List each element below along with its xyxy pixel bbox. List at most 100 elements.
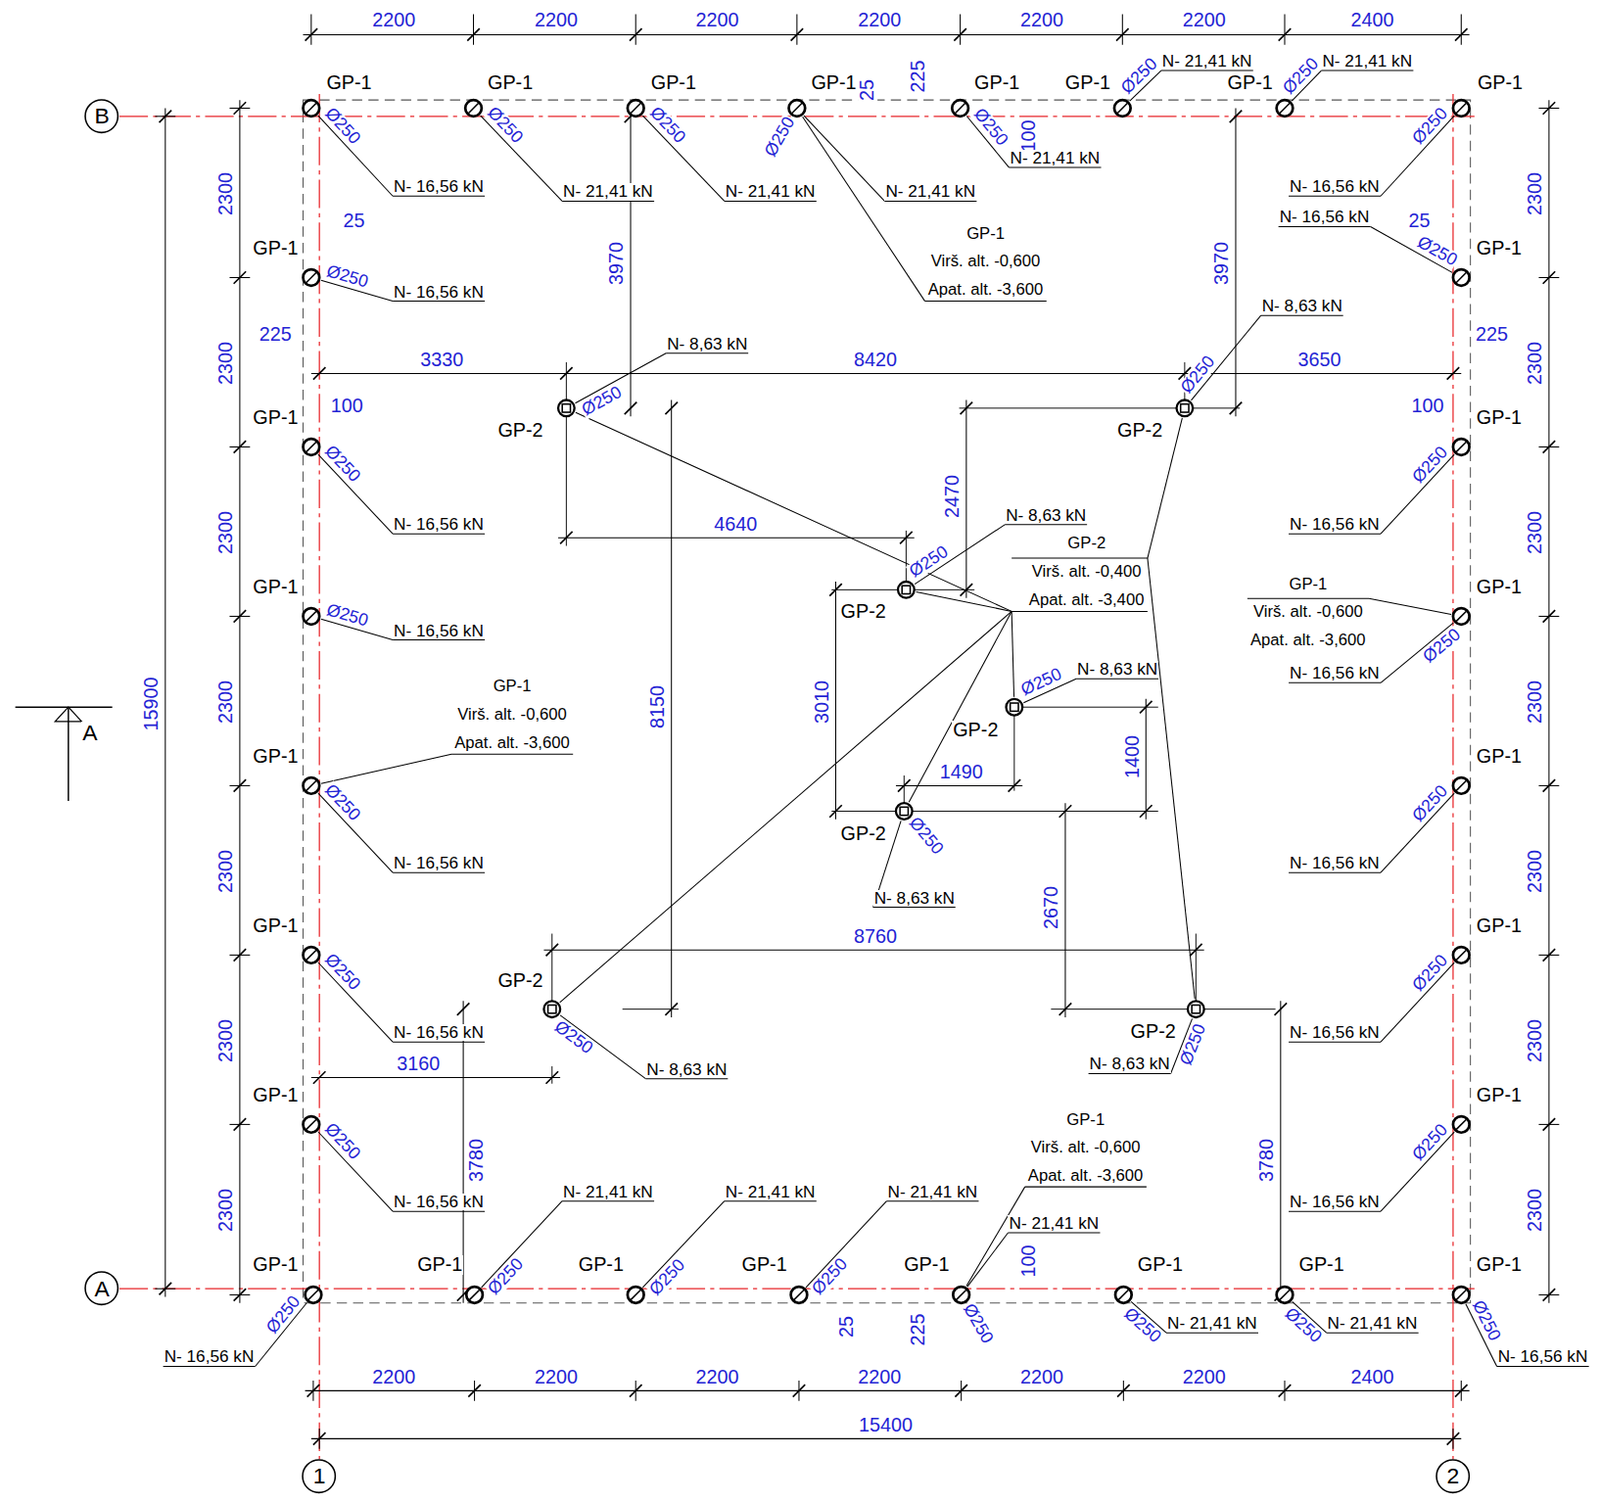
section-line (15, 705, 113, 707)
pile-mark (794, 1289, 804, 1300)
label-underline (1009, 167, 1102, 169)
pile-diameter: Ø250 (1176, 351, 1219, 397)
pile-load: N- 16,56 kN (392, 516, 485, 533)
dimension-value: 2200 (1019, 10, 1065, 31)
dimension-value: 2300 (216, 171, 236, 217)
dimension-value: 2470 (942, 473, 963, 519)
pile-mark (306, 611, 317, 621)
axis-lines (15, 94, 1475, 1459)
pile-load: N- 21,41 kN (886, 1183, 979, 1201)
pile-type-label: GP-2 (1116, 421, 1164, 441)
pile-type-label: GP-1 (973, 73, 1021, 94)
pile-type-label: GP-2 (840, 824, 888, 845)
label-underline (1278, 226, 1371, 228)
pile-diameter: Ø250 (959, 1300, 997, 1348)
dimension-value: 2300 (1525, 848, 1546, 895)
dimension-value: 2300 (1525, 340, 1546, 386)
pile-gp1 (466, 1286, 483, 1304)
pile-type-label: GP-1 (1475, 916, 1523, 937)
pile-load: N- 8,63 kN (645, 1061, 728, 1079)
pile-mark (548, 1004, 557, 1013)
pile-load: N- 16,56 kN (1278, 208, 1371, 226)
dimension-value: 2200 (856, 1367, 902, 1388)
dimension-value: 225 (1474, 325, 1509, 345)
dimension-line (311, 1077, 561, 1079)
pile-gp1 (1453, 946, 1470, 964)
pile-gp1 (303, 1116, 321, 1133)
extension-line (1538, 785, 1559, 787)
dimension-value: 225 (258, 325, 293, 345)
reference-line (551, 934, 553, 1002)
dimension-value: 2300 (216, 340, 236, 386)
dimension-value: 1400 (1123, 734, 1143, 780)
pile-mark (1456, 1289, 1466, 1300)
leader-line (481, 1201, 563, 1288)
pile-mark (899, 806, 908, 815)
pile-load: N- 8,63 kN (1004, 507, 1087, 524)
pile-diameter: Ø250 (321, 442, 365, 487)
pile-mark (630, 1289, 641, 1300)
pile-type-label: GP-1 (902, 1255, 950, 1275)
dimension-value: 2300 (216, 1018, 236, 1064)
label-underline (392, 1041, 485, 1043)
reference-line (1050, 1008, 1275, 1010)
pile-type-label: GP-1 (1226, 73, 1274, 94)
dimension-value: 8420 (852, 350, 898, 371)
extension-line (1283, 14, 1285, 46)
pile-diameter: Ø250 (645, 1255, 689, 1300)
extension-line (1460, 14, 1462, 46)
extension-line (229, 446, 250, 448)
extension-line (229, 107, 250, 109)
pile-mark (1456, 272, 1466, 283)
reference-line (831, 810, 896, 812)
dimension-value: 3970 (608, 240, 628, 286)
pile-gp1 (1453, 99, 1470, 117)
pile-type-label: GP-1 (1475, 1085, 1523, 1106)
reference-line (959, 407, 1241, 409)
dimension-tick (624, 402, 638, 416)
pile-gp1 (1453, 1116, 1470, 1133)
pile-diameter: Ø250 (761, 113, 800, 161)
pile-mark (1279, 102, 1290, 113)
reference-line (551, 1066, 553, 1084)
extension-line (1538, 954, 1559, 956)
extension-line (1283, 1380, 1285, 1402)
pile-diameter: Ø250 (1409, 442, 1453, 487)
pile-diameter: Ø250 (321, 781, 365, 826)
label-underline (1161, 70, 1254, 72)
pile-load: N- 8,63 kN (665, 335, 749, 353)
note-separator (1247, 598, 1369, 600)
leader-line (575, 412, 1012, 612)
extension-line (319, 1428, 321, 1450)
pile-note: GP-2 (1066, 535, 1107, 553)
leader-line (805, 1201, 887, 1288)
pile-mark (1456, 611, 1466, 621)
label-underline (724, 1200, 817, 1202)
pile-load: N- 21,41 kN (1166, 1315, 1259, 1332)
dimension-line (1279, 1000, 1281, 1303)
pile-mark (1117, 102, 1128, 113)
pile-type-label: GP-1 (741, 1255, 789, 1275)
dimension-value: 3650 (1296, 350, 1342, 371)
pile-diameter: Ø250 (1409, 781, 1453, 826)
dimension-value: 2300 (216, 510, 236, 556)
pile-note: Virš. alt. -0,600 (456, 706, 568, 724)
dimension-value: 2300 (216, 1187, 236, 1233)
reference-line (1022, 706, 1159, 708)
pile-gp1 (303, 608, 321, 625)
pile-load: N- 21,41 kN (562, 183, 655, 200)
dimension-line (670, 400, 672, 1018)
dimension-value: 100 (329, 396, 365, 417)
pile-note: Apat. alt. -3,600 (1027, 1168, 1145, 1185)
extension-line (473, 1380, 475, 1402)
label-underline (392, 872, 485, 874)
dimension-line (1064, 802, 1066, 1018)
dimension-value: 25 (1408, 211, 1432, 232)
extension-line (229, 615, 250, 617)
dimension-tick (1447, 367, 1460, 380)
pile-mark (306, 272, 317, 283)
pile-gp1 (465, 99, 482, 117)
pile-mark (468, 102, 478, 113)
pile-diameter: Ø250 (904, 813, 947, 859)
axis-name: 2 (1435, 1458, 1470, 1494)
